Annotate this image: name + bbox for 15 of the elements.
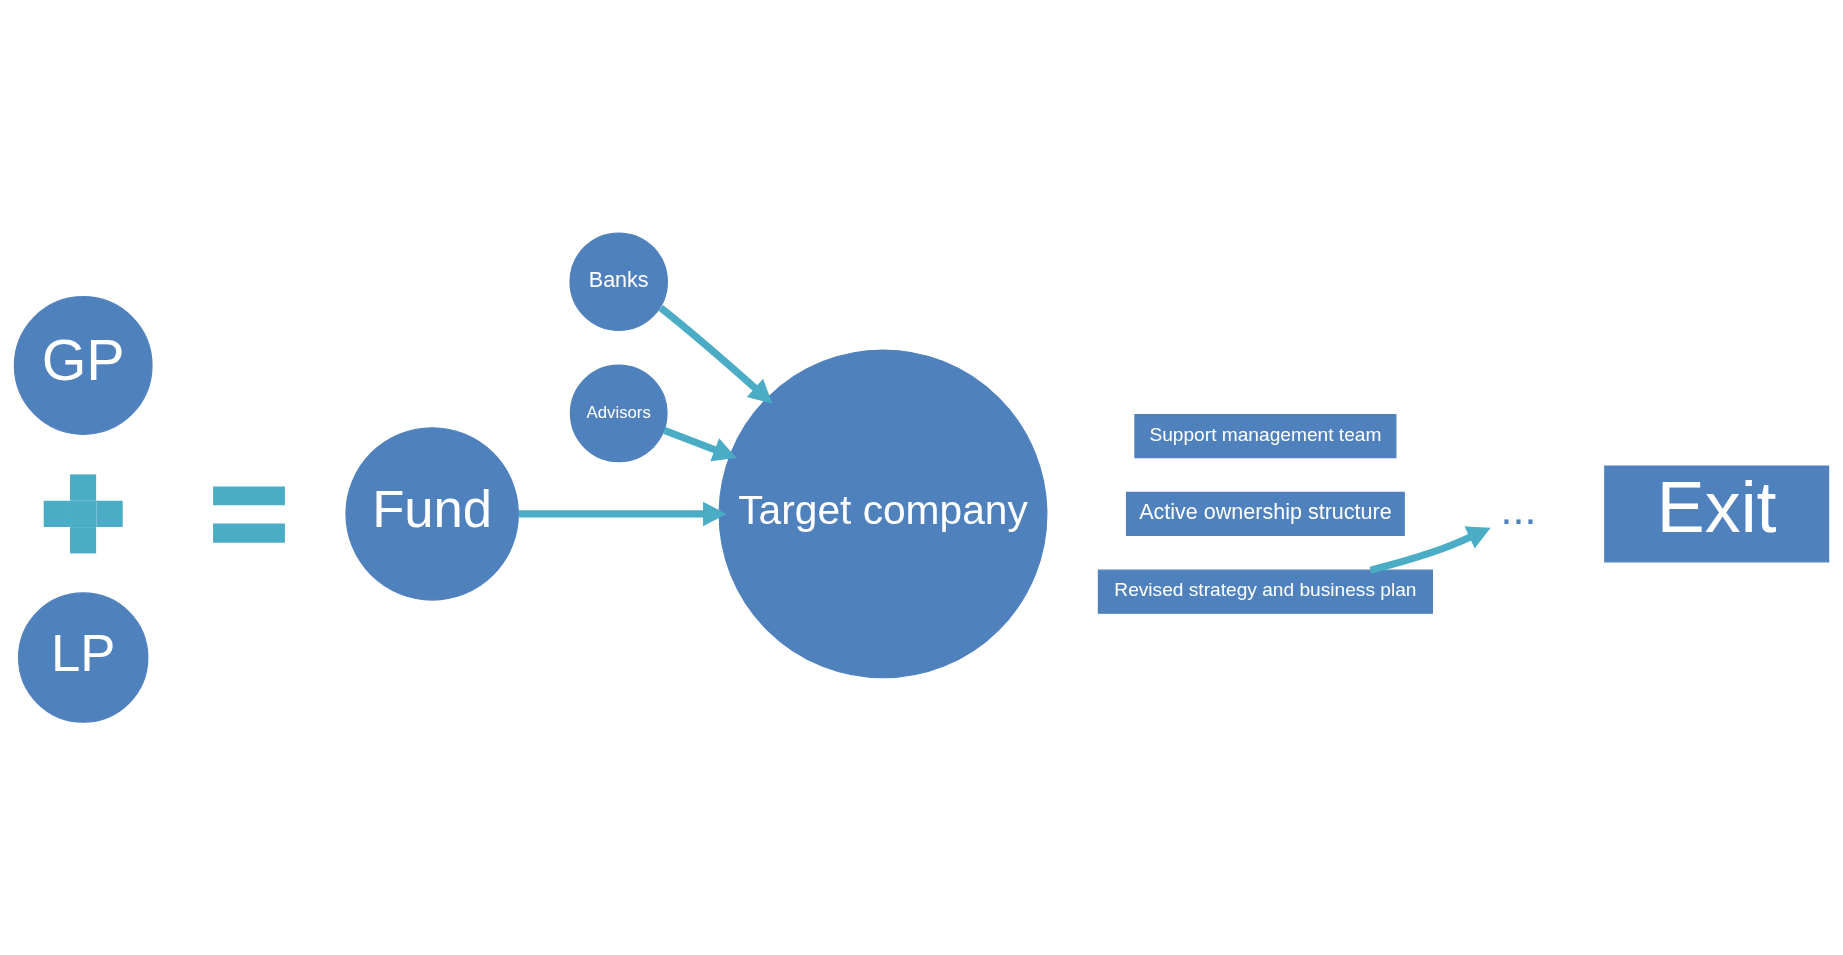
node-circle: GP: [13, 296, 153, 435]
node-box: Exit: [1604, 465, 1830, 563]
node-circle: Banks: [569, 232, 668, 331]
arrow: [658, 305, 773, 404]
arrow: [518, 501, 727, 527]
node-box: Revised strategy and business plan: [1097, 569, 1433, 614]
node-circle: Target company: [718, 349, 1048, 679]
node-circle: Fund: [345, 427, 519, 601]
node-box: Support management team: [1134, 413, 1397, 459]
node-circle: LP: [17, 592, 149, 723]
arrow: [1369, 526, 1491, 574]
arrow: [663, 427, 737, 462]
node-circle: Advisors: [569, 364, 668, 463]
node-text: ...: [1500, 485, 1537, 534]
node-box: Active ownership structure: [1125, 491, 1405, 537]
